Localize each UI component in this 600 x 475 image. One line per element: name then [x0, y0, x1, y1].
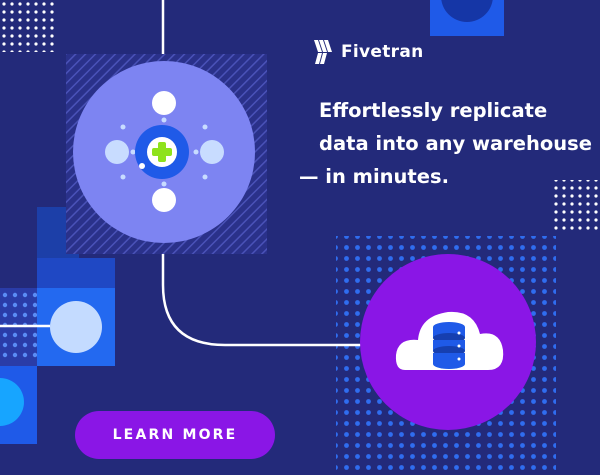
plus-hub-icon	[73, 61, 255, 243]
headline-line-3: — in minutes.	[299, 165, 449, 188]
cloud-database-icon	[360, 254, 536, 430]
connector-curve	[161, 252, 362, 347]
brand-logo[interactable]: Fivetran	[313, 39, 424, 65]
light-circle-left	[50, 301, 102, 353]
learn-more-button[interactable]: LEARN MORE	[75, 411, 275, 459]
fivetran-logo-icon	[314, 40, 332, 64]
headline: Effortlessly replicate data into any war…	[299, 94, 594, 193]
headline-line-1: Effortlessly replicate	[319, 99, 548, 122]
headline-line-2: data into any warehouse	[319, 132, 593, 155]
brand-name: Fivetran	[341, 42, 424, 62]
dot-grid-top-left	[0, 0, 56, 52]
dot-grid-right	[552, 180, 600, 232]
